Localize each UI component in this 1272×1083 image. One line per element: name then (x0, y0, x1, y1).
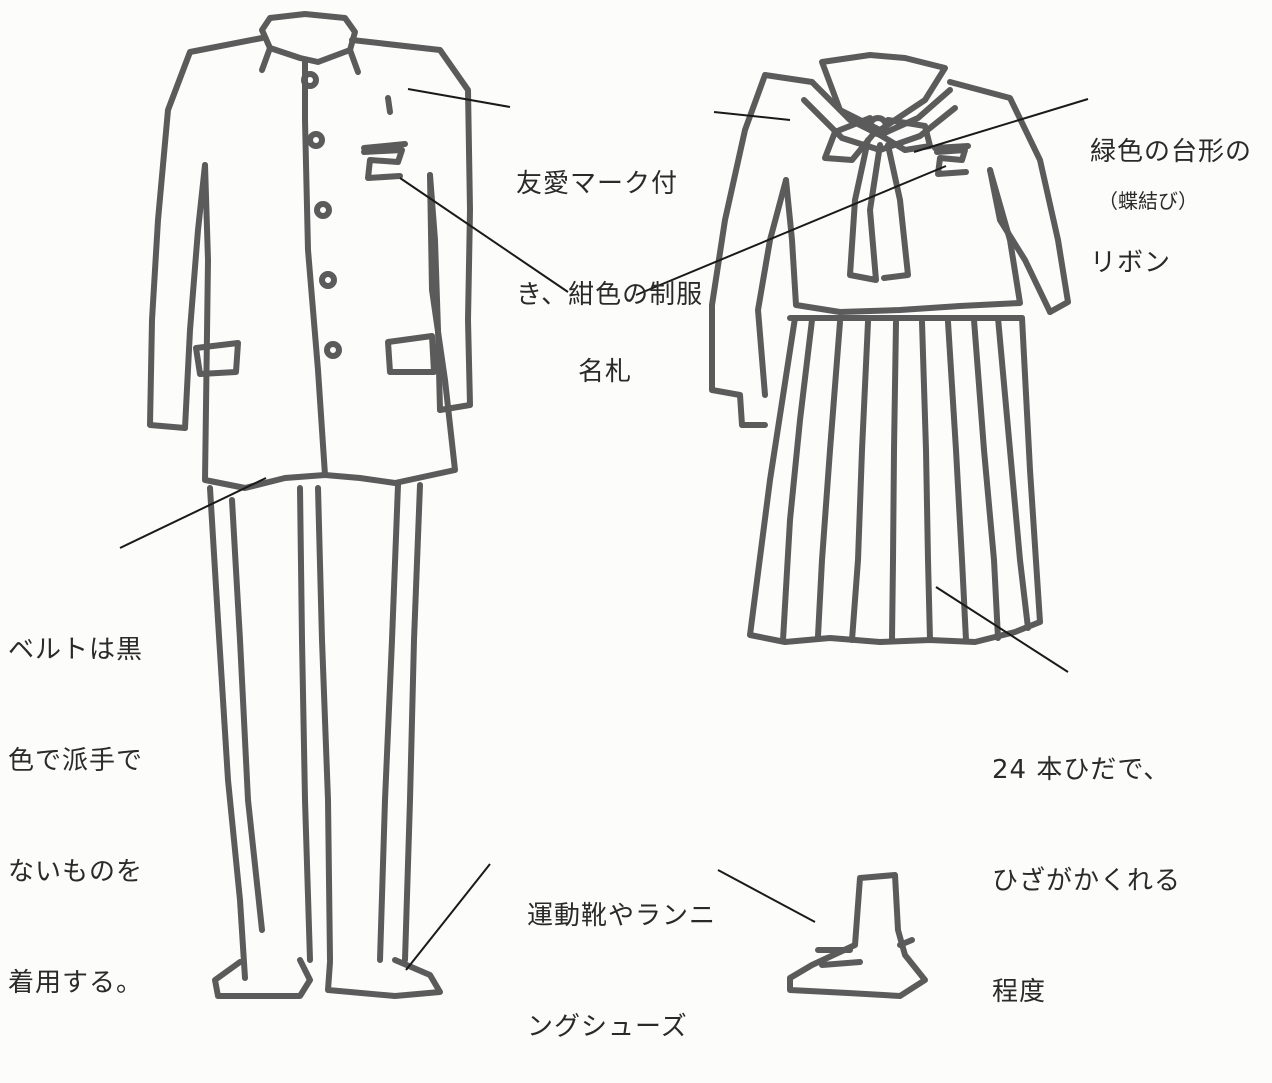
leader-nametag-boy (399, 177, 569, 293)
boys-trousers (207, 482, 443, 999)
jacket-left-sleeve (147, 35, 265, 431)
label-ribbon: 緑色の台形の リボン (1090, 137, 1253, 278)
leader-pleats (935, 586, 1069, 673)
leader-belt (119, 477, 267, 549)
leader-jacket-sleeve (713, 111, 791, 121)
blouse-left-sleeve (709, 72, 815, 428)
label-name-tag: 名札 (578, 357, 633, 387)
leader-shoes-girl (717, 869, 816, 923)
leader-ribbon (913, 98, 1089, 153)
jacket-name-tag (361, 141, 408, 181)
uniform-illustration (119, 11, 1089, 999)
boys-right-shoe (325, 957, 443, 999)
label-emblem-uniform: 友愛マーク付 き、紺色の制服 (516, 169, 704, 310)
label-ribbon-note: （蝶結び） (1098, 189, 1198, 213)
jacket-collar (259, 11, 358, 65)
label-pleats: 24 本ひだで、 ひざがかくれる 程度 (992, 755, 1182, 1007)
jacket-right-sleeve (349, 37, 473, 413)
leader-nametag-girl (635, 165, 947, 296)
label-shoes: 運動靴やランニ ングシューズ (527, 901, 717, 1042)
boys-jacket (147, 11, 473, 491)
boys-left-shoe (212, 957, 313, 999)
leader-emblem (407, 88, 511, 108)
leader-shoes-boy (405, 863, 491, 971)
label-belt: ベルトは黒 色で派手で ないものを 着用する。 (8, 635, 144, 998)
blouse-right-sleeve (947, 79, 1071, 315)
leader-lines (119, 88, 1089, 971)
pleated-skirt (747, 315, 1043, 999)
girls-blouse (709, 52, 1071, 428)
girls-shoe (787, 872, 928, 999)
